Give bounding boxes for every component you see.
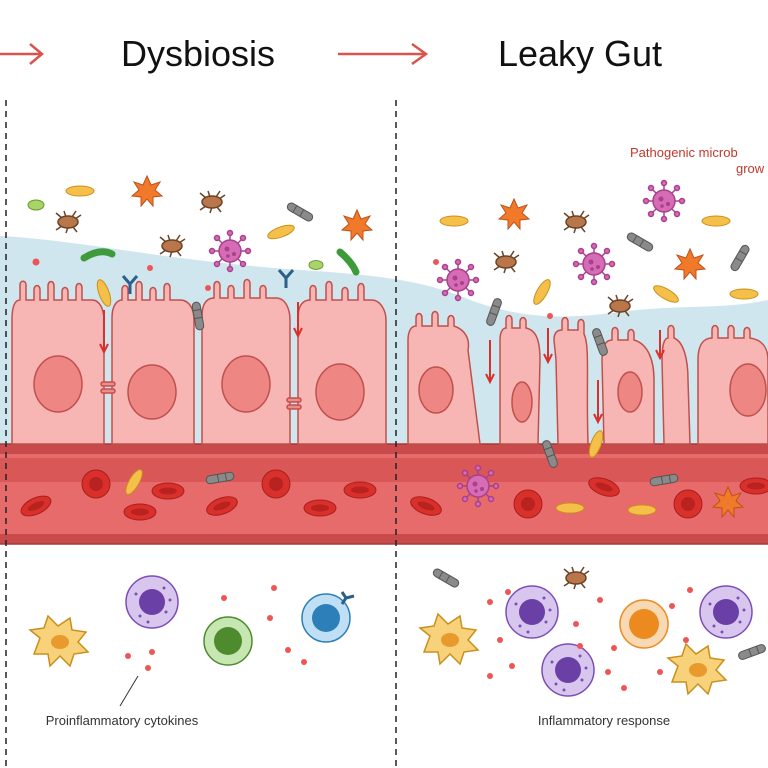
leaky-gut-epithelium (407, 310, 768, 445)
green-cell (203, 616, 253, 666)
dysbiosis-title: Dysbiosis (121, 33, 275, 74)
translocation-arrows (99, 302, 665, 425)
blood-vessel (0, 443, 768, 545)
pathogenic-label-line1: Pathogenic microb (630, 145, 738, 160)
leaky-gut-microbes (433, 179, 759, 470)
orange-cell (619, 599, 669, 649)
b-cell (301, 591, 355, 643)
tight-junctions (100, 381, 302, 410)
dysbiosis-microbes (27, 175, 373, 331)
middle-arrow-icon (338, 42, 429, 66)
proinflammatory-cytokines-label: Proinflammatory cytokines (46, 713, 199, 728)
leaky-gut-immune-cells (419, 566, 768, 697)
top-left-arrow-icon (0, 43, 44, 65)
leaky-gut-title: Leaky Gut (498, 33, 662, 74)
dysbiosis-immune-cells (29, 575, 355, 707)
pathogenic-label-line2: grow (736, 161, 765, 176)
dysbiosis-epithelium (11, 278, 387, 445)
section-dividers (5, 100, 397, 768)
inflammatory-response-label: Inflammatory response (538, 713, 670, 728)
